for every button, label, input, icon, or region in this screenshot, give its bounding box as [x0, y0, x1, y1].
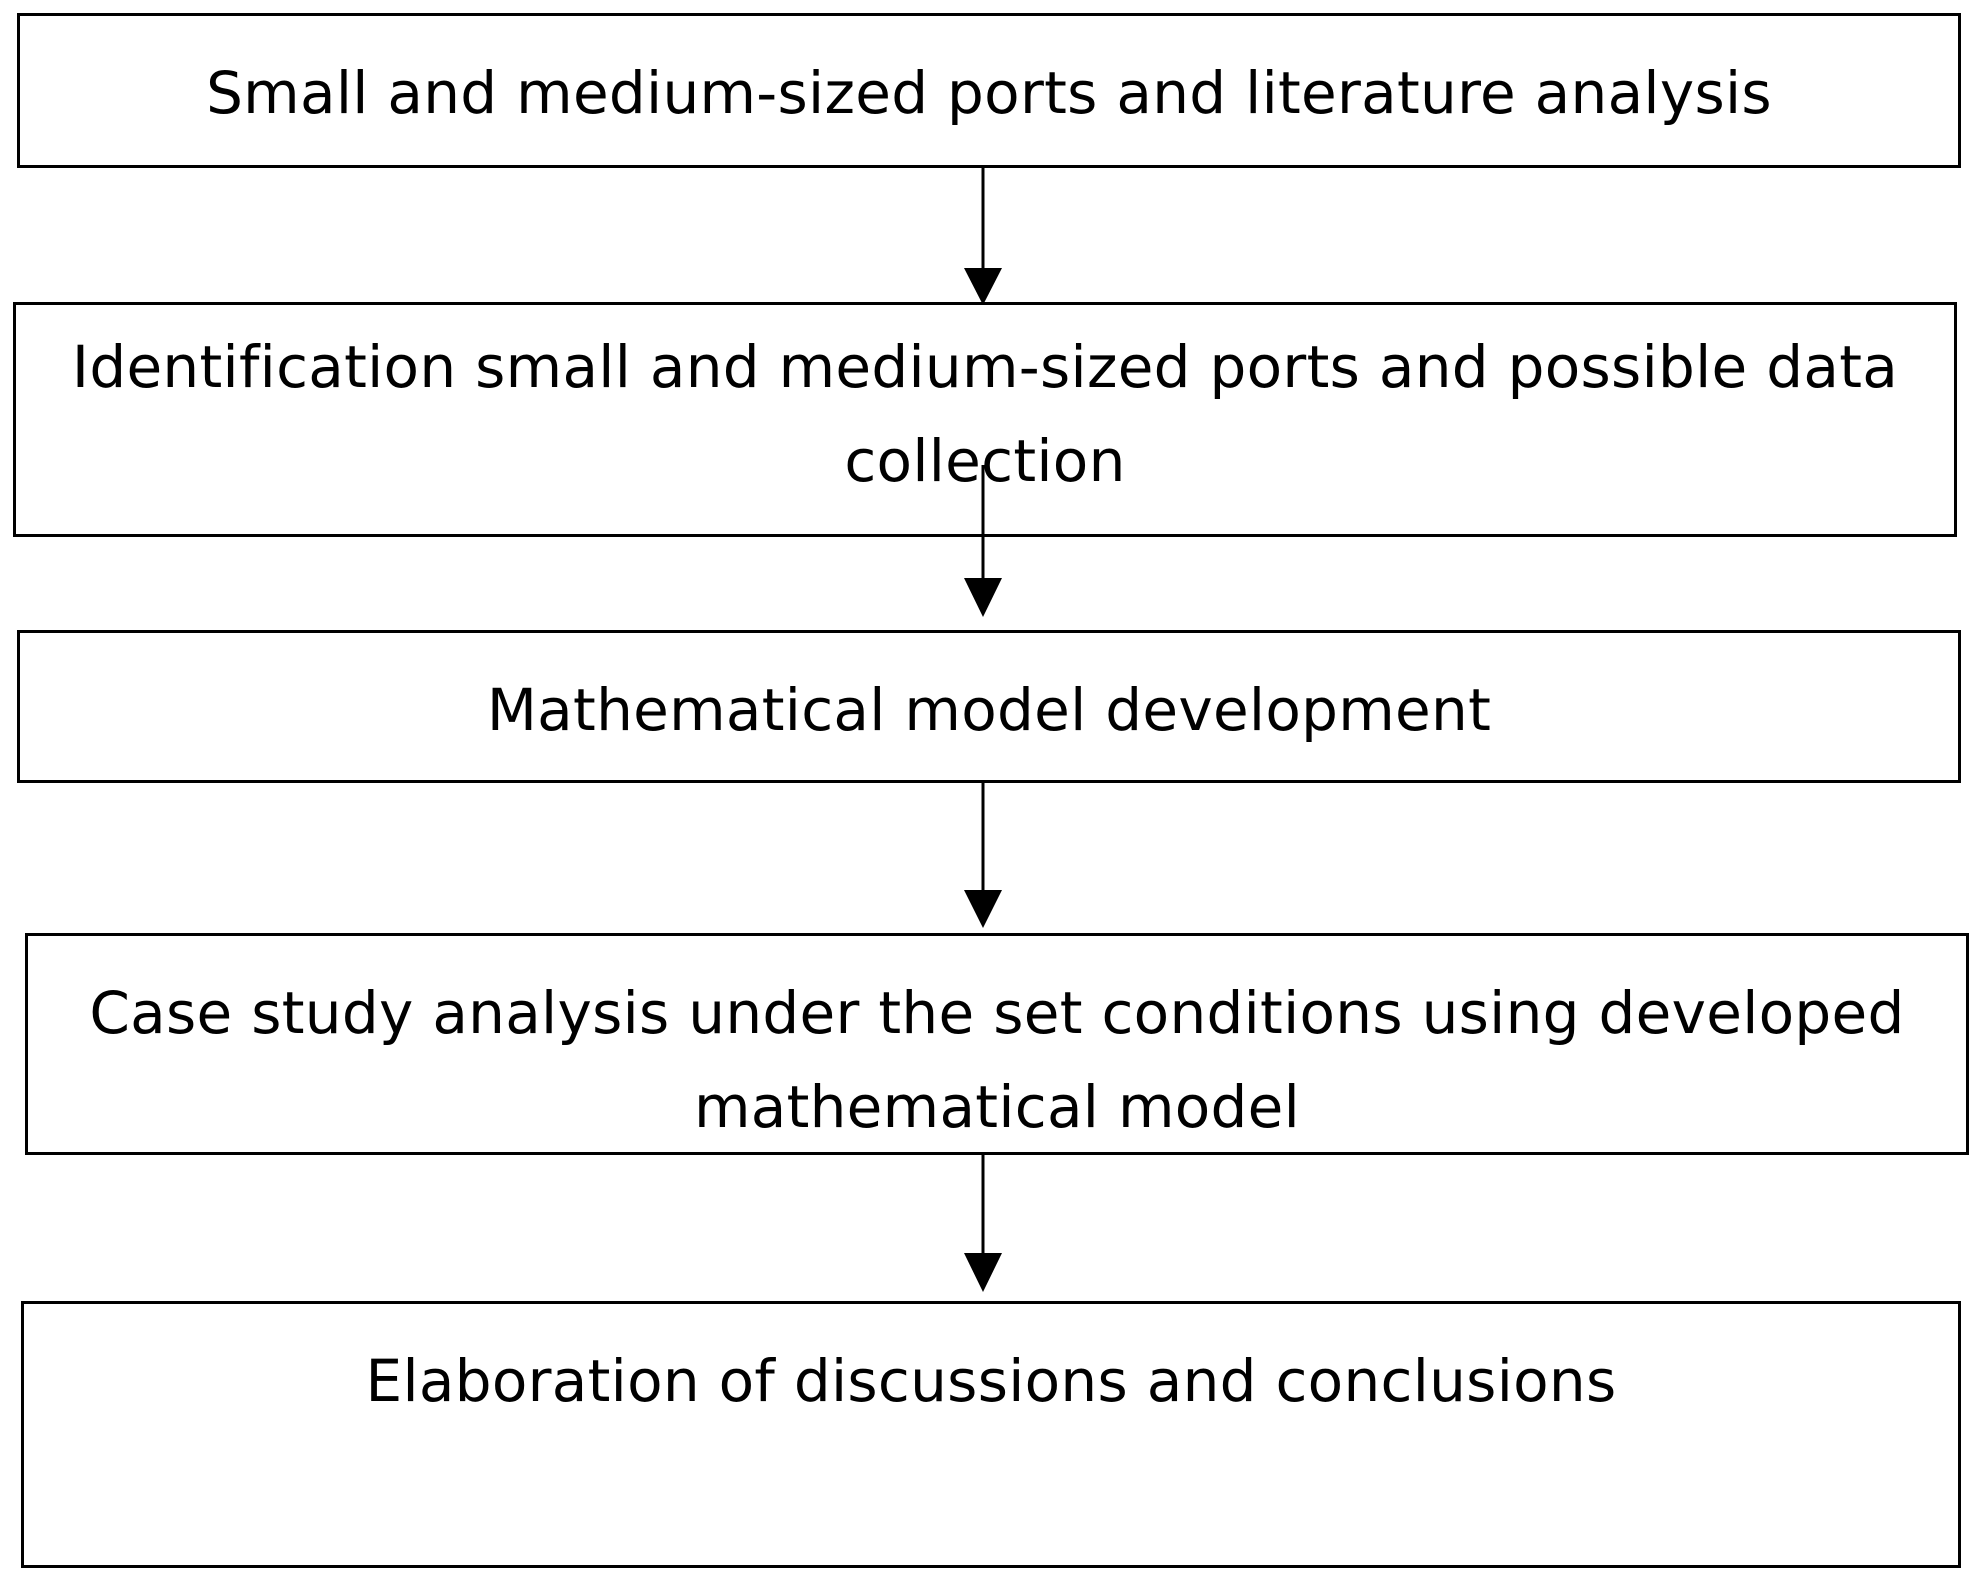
step-label-2: Identification small and medium-sized po…: [71, 333, 1899, 495]
step-box-2: Identification small and medium-sized po…: [13, 302, 1957, 537]
step-box-1: Small and medium-sized ports and literat…: [17, 13, 1961, 168]
arrow-head-2: [964, 578, 1002, 617]
step-box-5: Elaboration of discussions and conclusio…: [21, 1301, 1961, 1568]
step-label-1: Small and medium-sized ports and literat…: [206, 59, 1772, 127]
arrow-4-to-5: [964, 1155, 1002, 1292]
arrow-head-3: [964, 890, 1002, 928]
step-box-3: Mathematical model development: [17, 630, 1961, 783]
arrow-3-to-4: [964, 783, 1002, 928]
step-label-4: Case study analysis under the set condit…: [89, 979, 1905, 1141]
arrow-head-4: [964, 1253, 1002, 1292]
step-label-3: Mathematical model development: [486, 676, 1492, 744]
step-box-4: Case study analysis under the set condit…: [25, 933, 1969, 1155]
arrow-head-1: [964, 268, 1002, 305]
arrow-1-to-2: [964, 168, 1002, 305]
step-label-5: Elaboration of discussions and conclusio…: [365, 1347, 1617, 1415]
